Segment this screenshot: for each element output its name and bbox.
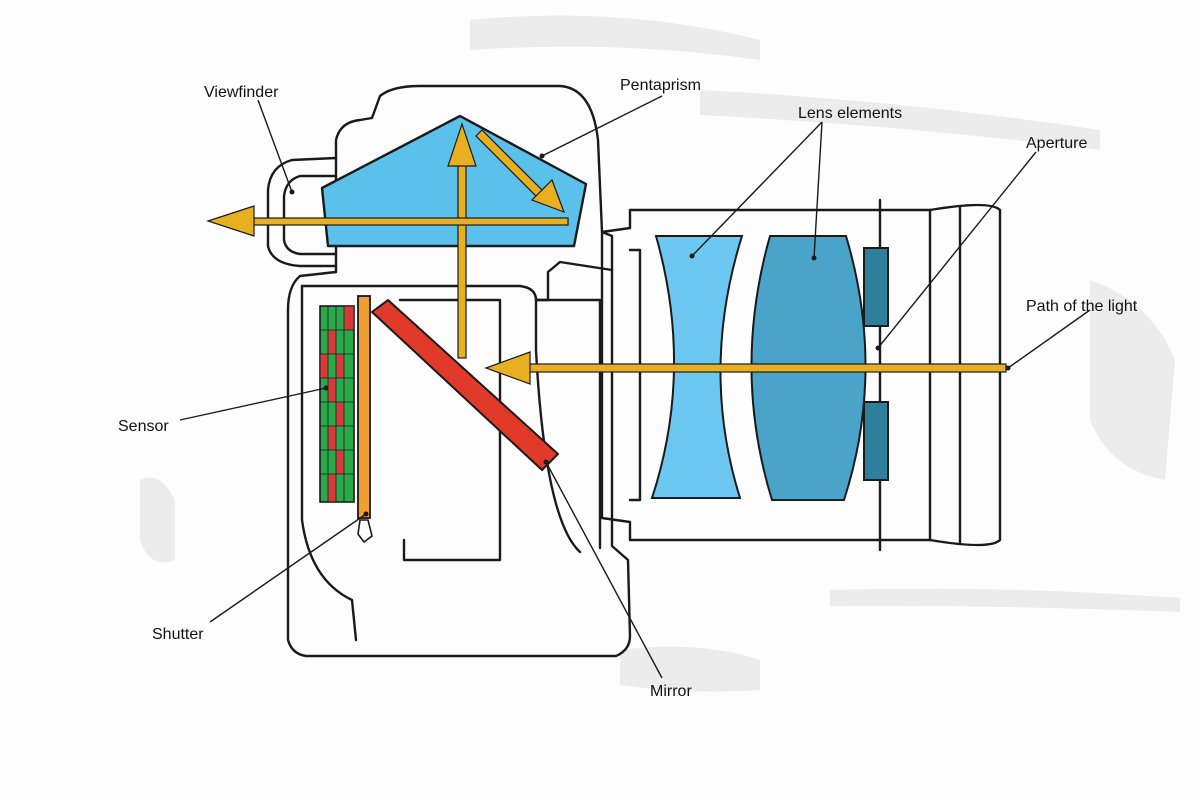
aperture-blade-top: [863, 247, 889, 327]
background-smudges: [140, 15, 1180, 692]
label-viewfinder: Viewfinder: [204, 84, 279, 101]
label-mirror: Mirror: [650, 683, 692, 700]
label-aperture: Aperture: [1026, 135, 1087, 152]
leader-lines: [179, 95, 1091, 679]
light-path: [206, 122, 1007, 385]
label-lens-elements: Lens elements: [798, 105, 902, 122]
sensor: [319, 305, 355, 503]
aperture-blade-bottom: [863, 401, 889, 481]
shutter: [357, 295, 373, 544]
label-pentaprism: Pentaprism: [620, 77, 701, 94]
mirror: [371, 299, 559, 471]
label-shutter: Shutter: [152, 626, 204, 643]
pentaprism: [320, 114, 588, 248]
label-sensor: Sensor: [118, 418, 169, 435]
label-anchor-dots: [289, 153, 1011, 517]
camera-body: [266, 84, 632, 658]
label-path-of-light: Path of the light: [1026, 298, 1138, 315]
